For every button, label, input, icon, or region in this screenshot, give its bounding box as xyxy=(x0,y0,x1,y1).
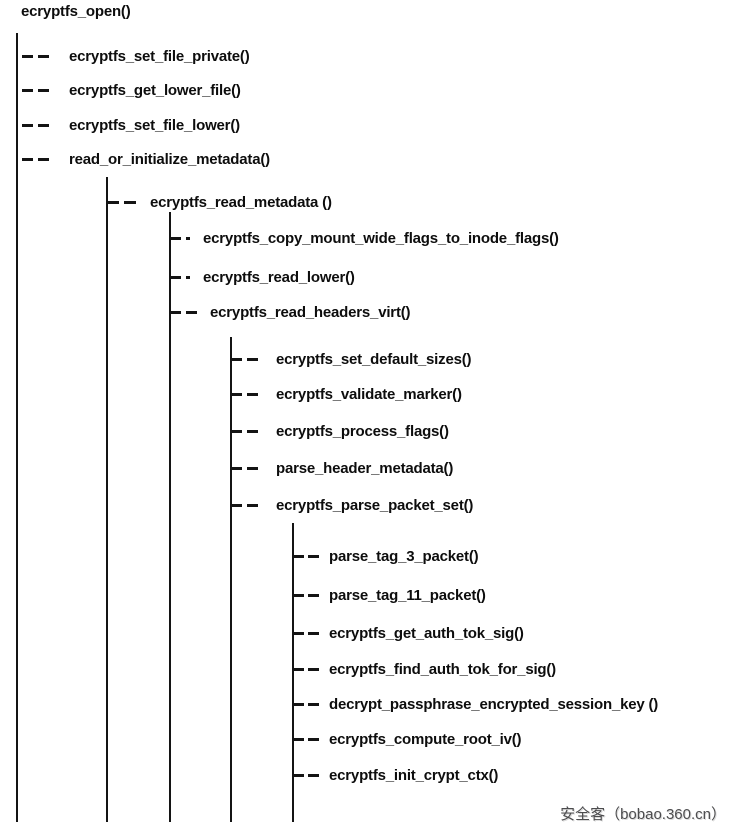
function-label: ecryptfs_set_file_private() xyxy=(69,47,250,65)
tree-node-ecryptfs-parse-packet-set: ecryptfs_parse_packet_set() xyxy=(231,495,473,515)
branch-connector xyxy=(231,357,258,361)
tree-node-decrypt-passphrase-encrypted-session-key: decrypt_passphrase_encrypted_session_key… xyxy=(293,694,658,714)
function-label: parse_tag_3_packet() xyxy=(329,547,479,565)
function-label: ecryptfs_validate_marker() xyxy=(276,385,462,403)
function-label: read_or_initialize_metadata() xyxy=(69,150,270,168)
tree-node-ecryptfs-process-flags: ecryptfs_process_flags() xyxy=(231,421,449,441)
branch-connector xyxy=(293,554,319,558)
tree-node-ecryptfs-set-file-lower: ecryptfs_set_file_lower() xyxy=(22,115,240,135)
branch-connector xyxy=(293,593,319,597)
tree-node-parse-header-metadata: parse_header_metadata() xyxy=(231,458,453,478)
branch-connector xyxy=(293,702,319,706)
function-label: decrypt_passphrase_encrypted_session_key… xyxy=(329,695,659,713)
tree-rail-level-1 xyxy=(16,33,18,822)
branch-connector xyxy=(22,88,49,92)
tree-node-ecryptfs-read-lower: ecryptfs_read_lower() xyxy=(170,267,355,287)
branch-connector xyxy=(293,631,319,635)
tree-node-ecryptfs-get-lower-file: ecryptfs_get_lower_file() xyxy=(22,80,241,100)
tree-node-ecryptfs-read-metadata: ecryptfs_read_metadata () xyxy=(107,192,332,212)
function-label: ecryptfs_compute_root_iv() xyxy=(329,730,522,748)
tree-node-ecryptfs-copy-mount-wide-flags-to-inode-flags: ecryptfs_copy_mount_wide_flags_to_inode_… xyxy=(170,228,559,248)
function-label: parse_tag_11_packet() xyxy=(329,586,486,604)
function-label: ecryptfs_init_crypt_ctx() xyxy=(329,766,499,784)
function-label: ecryptfs_get_auth_tok_sig() xyxy=(329,624,524,642)
branch-connector xyxy=(170,275,190,279)
branch-connector xyxy=(22,157,49,161)
function-label: ecryptfs_copy_mount_wide_flags_to_inode_… xyxy=(203,229,559,247)
tree-rail-level-2 xyxy=(106,177,108,822)
tree-node-ecryptfs-set-default-sizes: ecryptfs_set_default_sizes() xyxy=(231,349,472,369)
branch-connector xyxy=(231,429,258,433)
branch-connector xyxy=(231,392,258,396)
branch-connector xyxy=(170,310,197,314)
tree-node-ecryptfs-compute-root-iv: ecryptfs_compute_root_iv() xyxy=(293,729,522,749)
tree-rail-level-4 xyxy=(230,337,232,822)
tree-node-parse-tag-3-packet: parse_tag_3_packet() xyxy=(293,546,479,566)
branch-connector xyxy=(293,737,319,741)
branch-connector xyxy=(22,54,49,58)
function-label: ecryptfs_process_flags() xyxy=(276,422,449,440)
branch-connector xyxy=(231,503,258,507)
function-label: ecryptfs_get_lower_file() xyxy=(69,81,241,99)
tree-node-read-or-initialize-metadata: read_or_initialize_metadata() xyxy=(22,149,270,169)
tree-rail-level-5 xyxy=(292,523,294,822)
tree-node-ecryptfs-read-headers-virt: ecryptfs_read_headers_virt() xyxy=(170,302,411,322)
branch-connector xyxy=(22,123,49,127)
function-label: ecryptfs_set_default_sizes() xyxy=(276,350,472,368)
site-watermark: 安全客（bobao.360.cn） xyxy=(560,806,726,823)
function-label: ecryptfs_read_metadata () xyxy=(150,193,332,211)
root-function-label: ecryptfs_open() xyxy=(21,3,131,20)
function-label: ecryptfs_read_headers_virt() xyxy=(210,303,411,321)
tree-node-parse-tag-11-packet: parse_tag_11_packet() xyxy=(293,585,486,605)
function-label: ecryptfs_read_lower() xyxy=(203,268,355,286)
branch-connector xyxy=(293,667,319,671)
branch-connector xyxy=(170,236,190,240)
branch-connector xyxy=(293,773,319,777)
tree-node-ecryptfs-get-auth-tok-sig: ecryptfs_get_auth_tok_sig() xyxy=(293,623,524,643)
tree-node-ecryptfs-validate-marker: ecryptfs_validate_marker() xyxy=(231,384,462,404)
tree-node-ecryptfs-init-crypt-ctx: ecryptfs_init_crypt_ctx() xyxy=(293,765,498,785)
function-label: ecryptfs_parse_packet_set() xyxy=(276,496,474,514)
tree-node-ecryptfs-set-file-private: ecryptfs_set_file_private() xyxy=(22,46,250,66)
tree-node-ecryptfs-find-auth-tok-for-sig: ecryptfs_find_auth_tok_for_sig() xyxy=(293,659,556,679)
branch-connector xyxy=(107,200,136,204)
function-label: ecryptfs_find_auth_tok_for_sig() xyxy=(329,660,556,678)
function-label: ecryptfs_set_file_lower() xyxy=(69,116,240,134)
branch-connector xyxy=(231,466,258,470)
tree-rail-level-3 xyxy=(169,212,171,822)
function-label: parse_header_metadata() xyxy=(276,459,454,477)
